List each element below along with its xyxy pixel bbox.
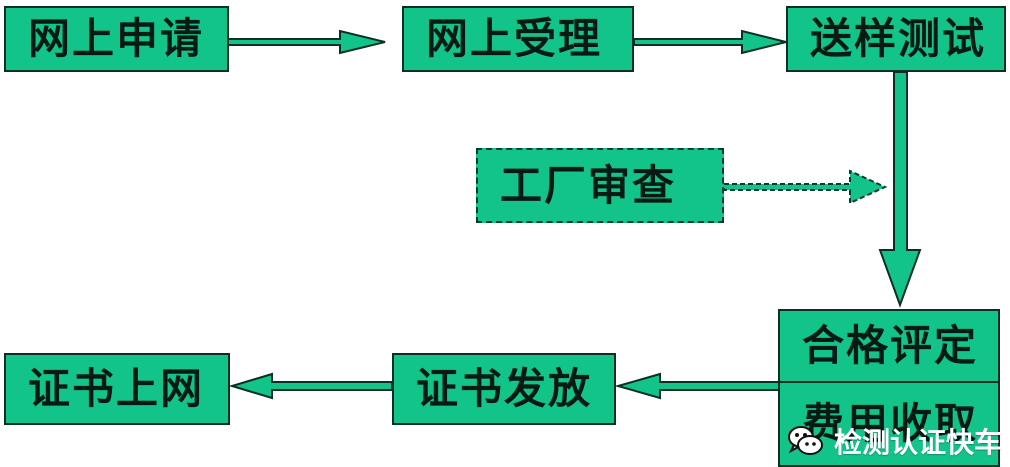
step-certificate-issuance: 证书发放 [392,353,616,425]
step-qualification-evaluation: 合格评定 [778,309,1000,383]
arrow-certificate-issuance-to-certificate-online [228,372,393,400]
step-online-acceptance: 网上受理 [402,6,634,72]
watermark: 检测认证快车 [786,421,1002,461]
step-label-factory-audit: 工厂审查 [500,160,677,210]
arrow-qualification-evaluation-to-certificate-issuance [614,372,781,400]
step-label-online-acceptance: 网上受理 [426,14,603,63]
step-factory-audit: 工厂审查 [476,148,724,223]
arrow-factory-audit-to-flow [723,169,888,205]
step-label-certificate-issuance: 证书发放 [416,364,593,413]
arrow-sample-testing-to-qualification-evaluation [878,71,922,308]
step-label-fee-collection: 费用收取 [802,399,979,448]
step-label-qualification-evaluation: 合格评定 [802,321,979,370]
step-label-online-application: 网上申请 [28,14,205,63]
watermark-text: 检测认证快车 [833,426,1002,459]
step-sample-testing: 送样测试 [786,6,1006,72]
step-certificate-online: 证书上网 [4,353,230,425]
wechat-icon [787,426,823,455]
arrow-online-acceptance-to-sample-testing [633,29,787,55]
step-label-certificate-online: 证书上网 [28,364,205,413]
step-online-application: 网上申请 [4,6,229,72]
step-label-sample-testing: 送样测试 [810,14,987,63]
arrow-online-application-to-online-acceptance [227,29,386,55]
